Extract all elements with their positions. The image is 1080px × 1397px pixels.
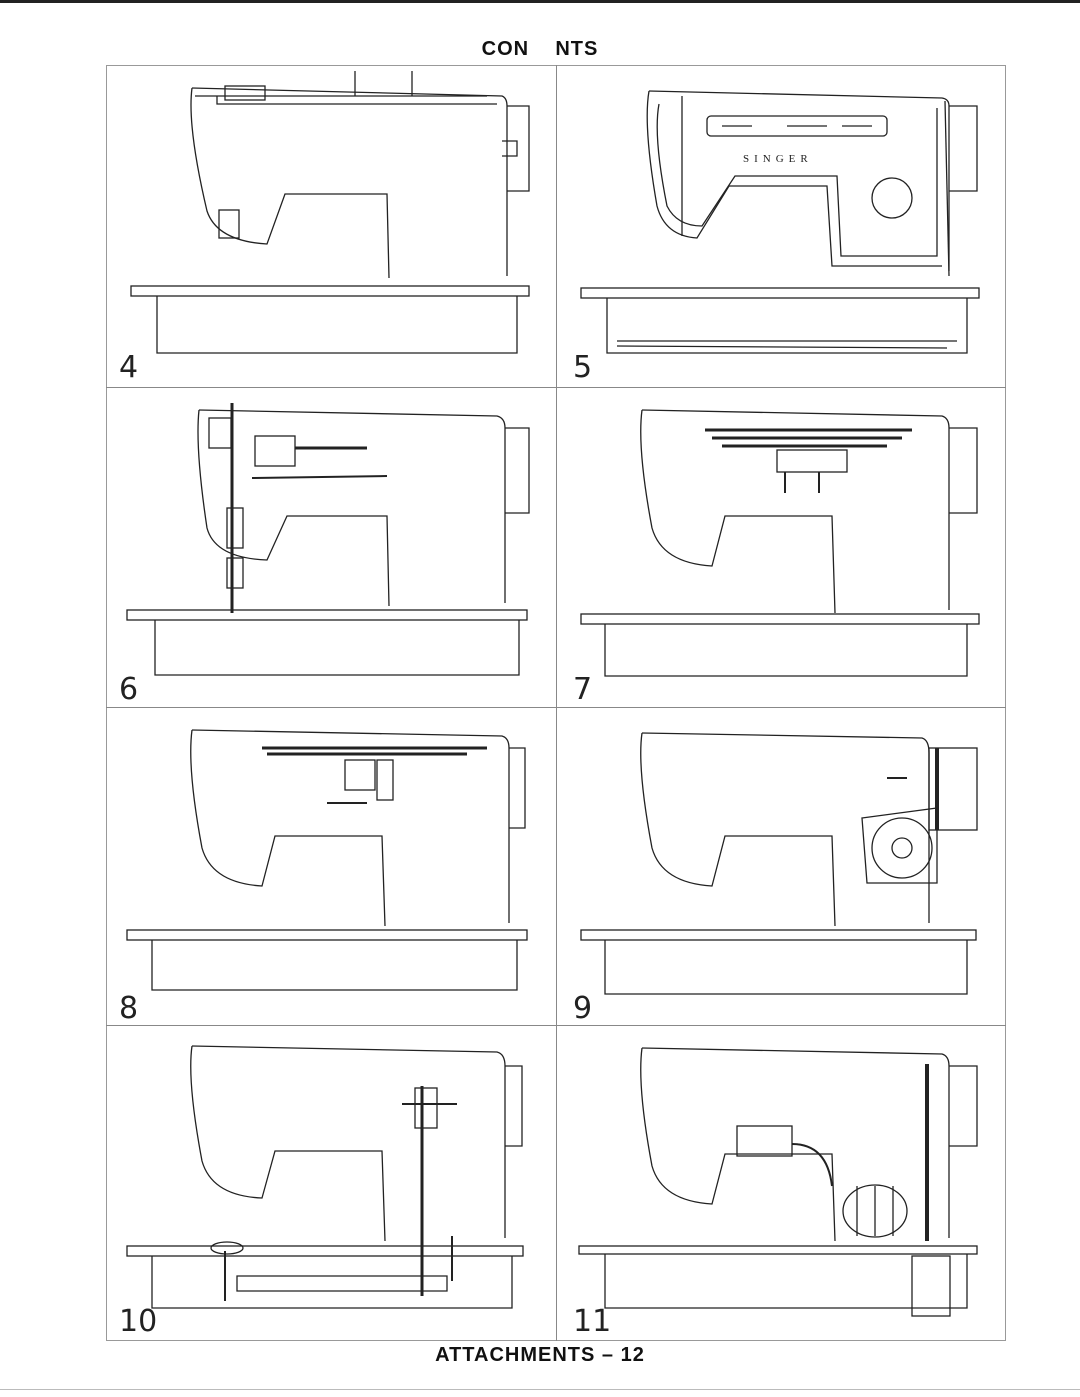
- figure-10-mechanism-illustration: [126, 1045, 524, 1309]
- singer-brand-label: SINGER: [743, 153, 813, 165]
- figure-5-machine-illustration: SINGER: [580, 90, 980, 354]
- figure-number: 4: [119, 350, 139, 385]
- figure-4-panel: 4: [107, 66, 556, 387]
- figure-6-mechanism-illustration: [126, 403, 530, 676]
- figure-number: 5: [573, 350, 593, 385]
- figure-number: 8: [119, 991, 139, 1025]
- figure-number: 6: [119, 672, 139, 707]
- figure-4-machine-illustration: [130, 71, 530, 354]
- figure-6-panel: 6: [107, 388, 556, 707]
- footer-title: ATTACHMENTS – 12: [435, 1344, 645, 1366]
- top-border: [0, 0, 1080, 3]
- figure-number: 7: [573, 672, 593, 707]
- figure-5-panel: SINGER 5: [557, 66, 1005, 387]
- figure-9-panel: 9: [557, 708, 1005, 1025]
- figure-7-panel: 7: [557, 388, 1005, 707]
- figure-9-motor-illustration: [580, 732, 978, 995]
- grid-row-divider-3: [106, 1025, 1006, 1026]
- figure-number: 11: [573, 1304, 612, 1339]
- page-title: CON NTS: [481, 38, 599, 60]
- figure-8-mechanism-illustration: [126, 729, 528, 991]
- figure-10-panel: 10: [107, 1026, 556, 1340]
- figure-number: 9: [573, 991, 593, 1025]
- grid-center-divider: [556, 65, 557, 1341]
- figure-number: 10: [119, 1304, 158, 1339]
- bottom-rule: [0, 1389, 1080, 1390]
- figure-8-panel: 8: [107, 708, 556, 1025]
- figure-7-mechanism-illustration: [580, 409, 980, 677]
- grid-row-divider-2: [106, 707, 1006, 708]
- grid-row-divider-1: [106, 387, 1006, 388]
- figure-11-motor-illustration: [578, 1047, 978, 1317]
- figure-11-panel: 11: [557, 1026, 1005, 1340]
